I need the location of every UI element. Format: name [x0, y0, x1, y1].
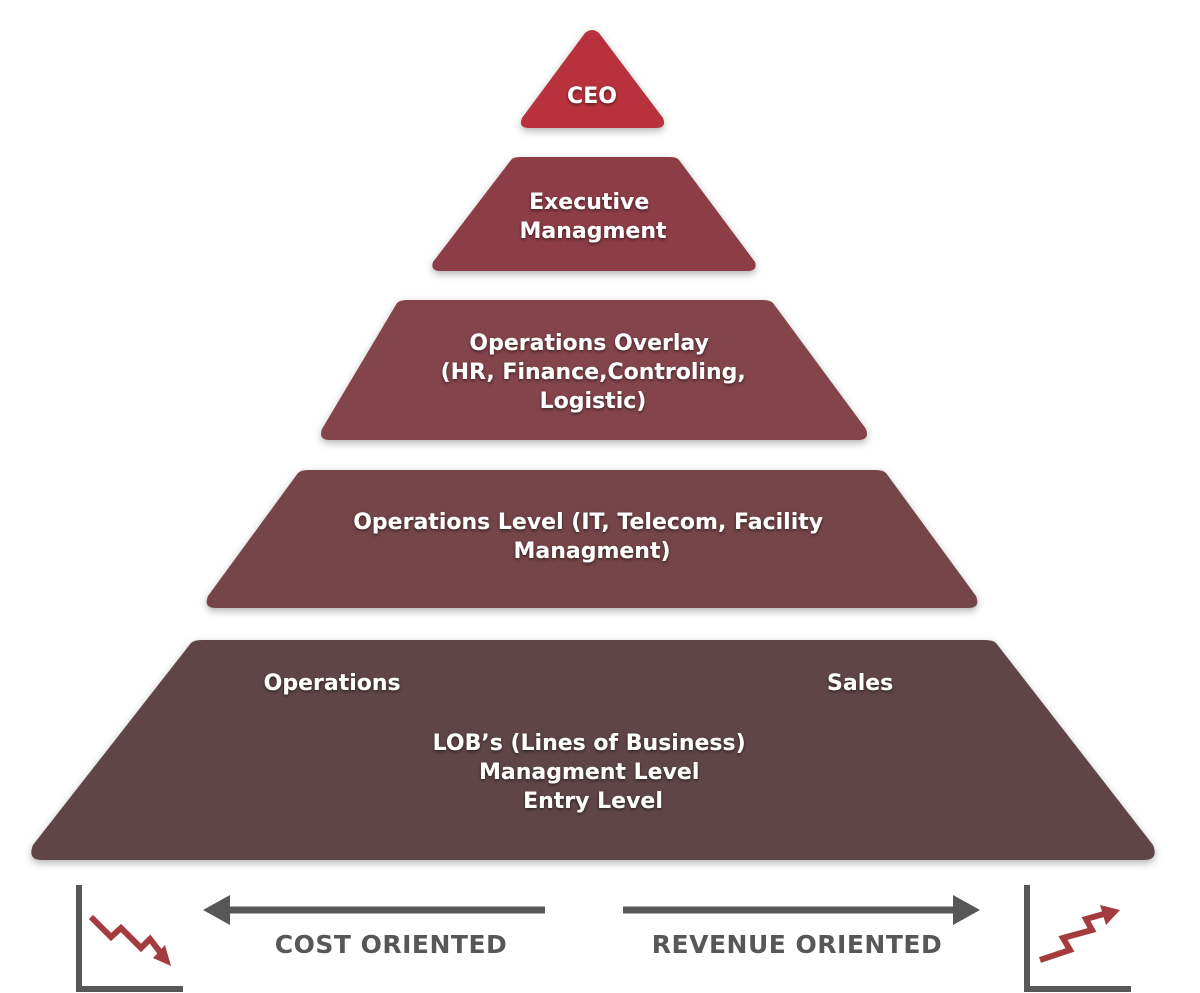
overlay-label-line-3: Logistic) — [540, 389, 647, 414]
base-left-label: Operations — [264, 671, 401, 696]
tier-operations-overlay: Operations Overlay (HR, Finance,Controli… — [321, 300, 867, 440]
overlay-label-line-2: (HR, Finance,Controling, — [441, 360, 746, 385]
cost-arrow — [203, 895, 545, 925]
base-right-label: Sales — [827, 671, 893, 696]
svg-text:Operations Overlay (HR,: Operations Overlay (HR, Finance,Controli… — [441, 331, 754, 414]
svg-text:Operations Level (IT, Telecom,: Operations Level (IT, Telecom, Facility … — [353, 510, 831, 564]
tier-operations-level-shape — [206, 470, 978, 608]
cost-oriented-label: COST ORIENTED — [275, 930, 508, 959]
svg-text:CEO: CEO — [567, 84, 617, 109]
base-label-line-2: Managment Level — [479, 760, 699, 785]
executive-label-line-1: Executive — [529, 190, 649, 215]
tier-overlay-shape — [321, 300, 867, 440]
revenue-trend-chart-icon — [1024, 885, 1131, 992]
base-label-line-3: Entry Level — [523, 789, 663, 814]
operations-level-label-line-2: Managment) — [513, 539, 670, 564]
tier-operations-level: Operations Level (IT, Telecom, Facility … — [206, 470, 978, 608]
tier-ceo: CEO — [520, 30, 665, 128]
tier-executive: Executive Managment — [432, 157, 756, 271]
svg-text:Executive Managment: Executive Managment — [519, 190, 667, 244]
revenue-arrow — [623, 895, 980, 925]
revenue-oriented-label: REVENUE ORIENTED — [652, 930, 942, 959]
svg-text:Operations Sales L: Operations Sales LOB’s (Lines of Busines… — [264, 671, 901, 814]
operations-level-label-line-1: Operations Level (IT, Telecom, Facility — [353, 510, 823, 535]
cost-trend-chart-icon — [76, 885, 183, 992]
executive-label-line-2: Managment — [519, 219, 667, 244]
tier-base-shape — [31, 640, 1155, 860]
tier-executive-shape — [432, 157, 756, 271]
tier-base: Operations Sales LOB’s (Lines of Busines… — [31, 640, 1155, 860]
overlay-label-line-1: Operations Overlay — [469, 331, 709, 356]
base-label-line-1: LOB’s (Lines of Business) — [433, 731, 746, 756]
tier-ceo-shape — [520, 30, 665, 128]
ceo-label-line: CEO — [567, 84, 617, 109]
